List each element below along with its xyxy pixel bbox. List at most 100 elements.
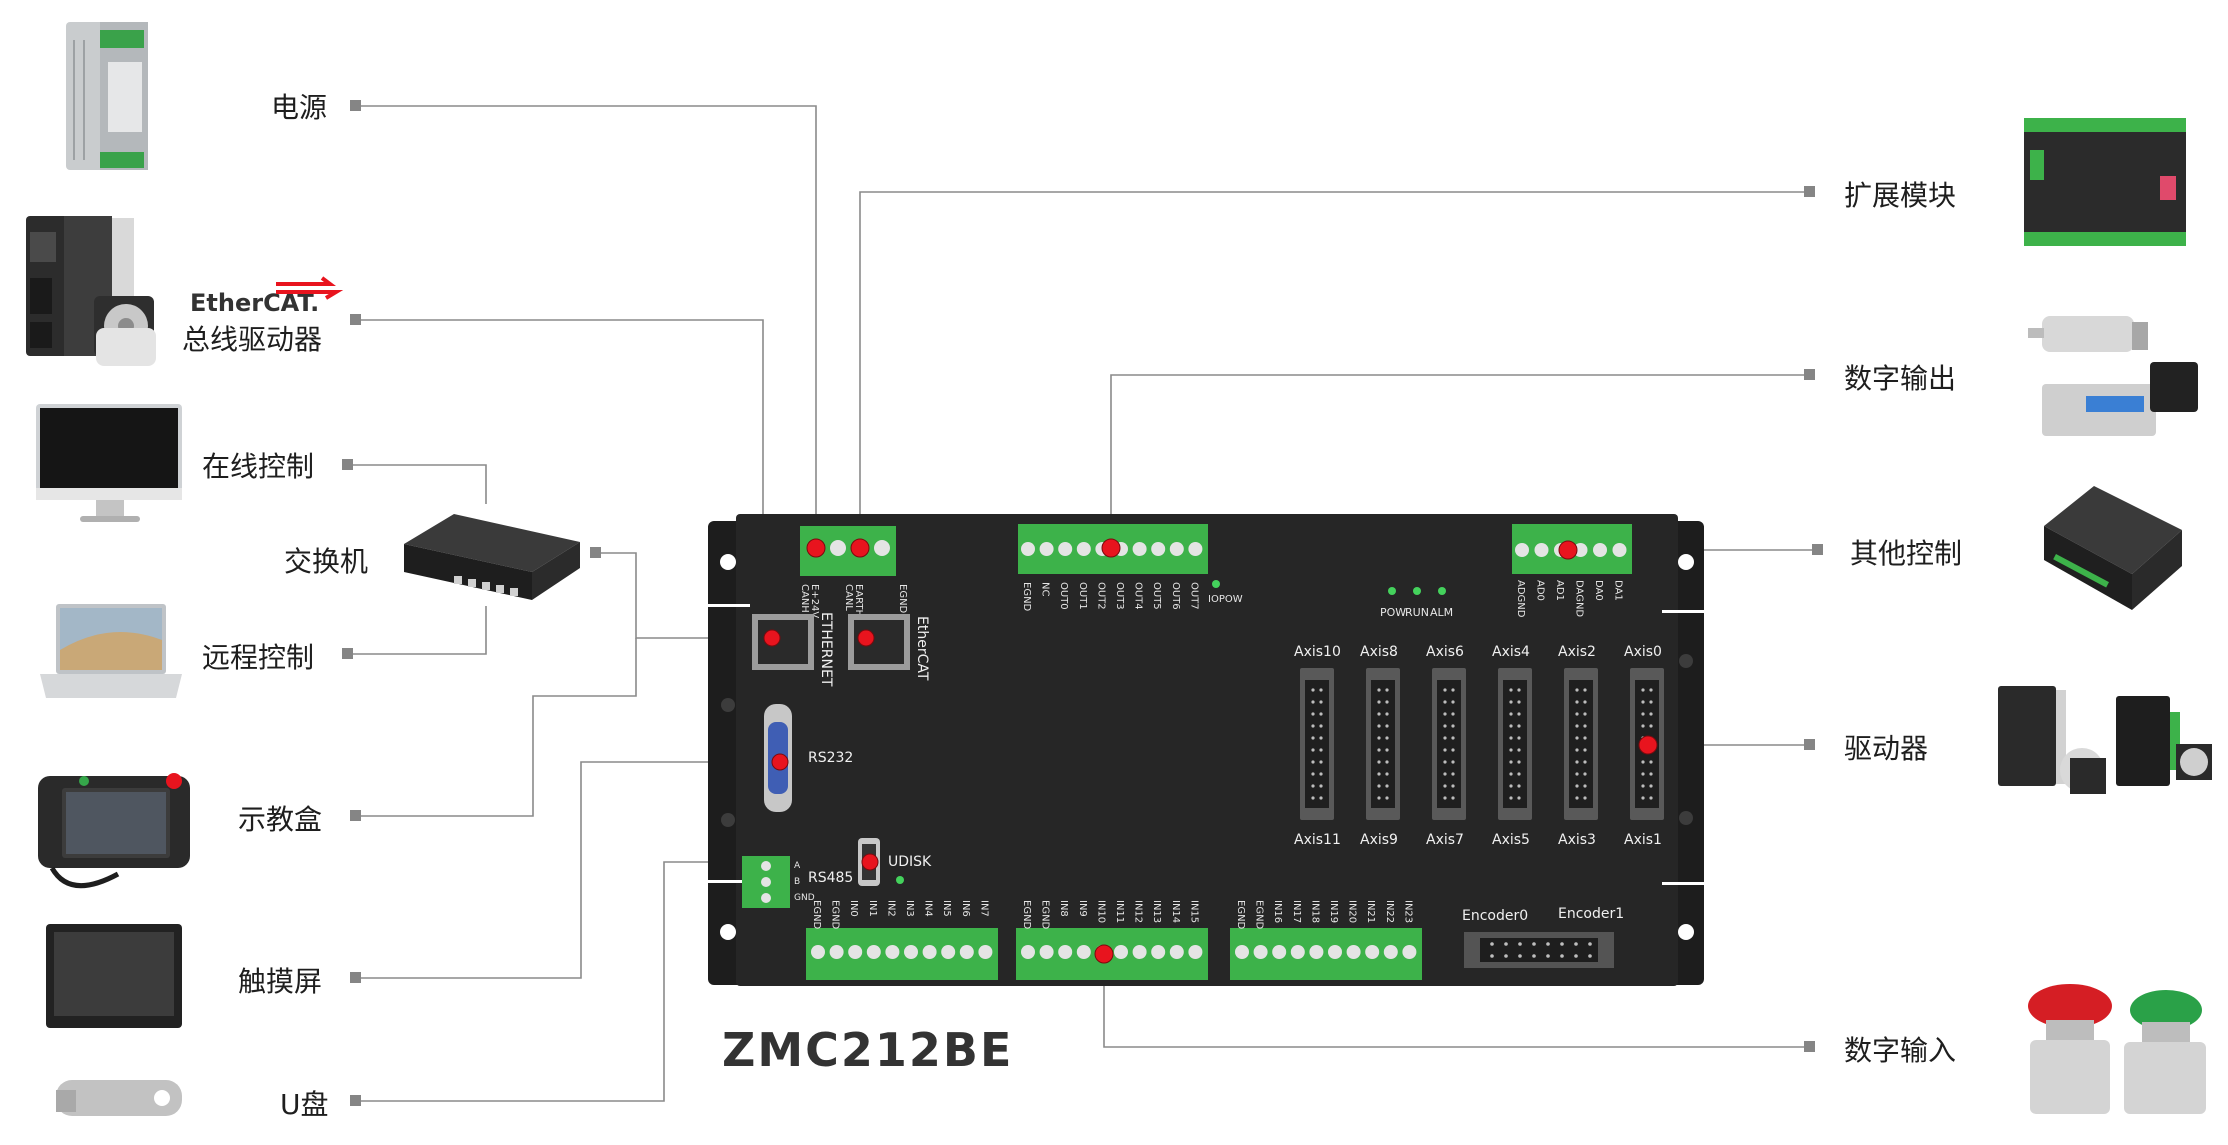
input-terminal-label: IN18 [1309,900,1320,923]
axis-pin [1311,688,1315,692]
line-expansion [859,191,1807,548]
power-supply-image [66,22,148,170]
axis-pin [1377,712,1381,716]
axis-pin [1575,772,1579,776]
axis-pin [1443,748,1447,752]
endpoint-remote-control [342,648,353,659]
line-teach-pendant [356,638,637,817]
output-terminal-label: NC [1040,582,1051,596]
encoder-pin [1574,954,1578,958]
line-digital-output [1110,374,1807,545]
marker-udisk [861,853,879,871]
axis-socket [1305,680,1329,808]
ethercat-port-label: EtherCAT [914,616,930,681]
cylinder-valve-image [2028,316,2198,436]
axis-pin [1649,712,1653,716]
axis-connectors: Axis10Axis11Axis8Axis9Axis6Axis7Axis4Axi… [1294,644,1664,848]
endpoint-udisk [350,1095,361,1106]
board-body [736,514,1678,986]
connector-lines [348,105,1816,1102]
output-terminal-label: OUT4 [1133,582,1144,610]
axis-pin [1649,700,1653,704]
input-screw [959,945,974,959]
line-online-control [348,464,487,504]
analog-terminal-label: AD0 [1535,580,1546,601]
axis-pin [1583,712,1587,716]
input-screw [1328,945,1342,959]
axis-pin [1451,748,1455,752]
marker-digital-output [1101,538,1121,558]
axis-pin [1319,724,1323,728]
axis-pin [1641,760,1645,764]
marker-power [806,538,826,558]
axis-pin [1311,772,1315,776]
analog-screw [1534,543,1549,557]
axis-pin [1641,712,1645,716]
axis-pin [1385,700,1389,704]
output-terminal-label: EGND [1021,582,1032,612]
axis-pin [1319,688,1323,692]
axis-pin [1575,688,1579,692]
axis-pin [1517,736,1521,740]
analog-screw [1573,543,1588,557]
power-terminal-label: E+24V [809,584,820,618]
axis-pin [1649,760,1653,764]
push-buttons-image [2028,984,2206,1114]
input-screw [1021,945,1035,959]
axis-pin [1575,784,1579,788]
input-screw [1114,945,1128,959]
axis-pin [1311,760,1315,764]
axis-pin [1319,772,1323,776]
endpoint-other-control [1812,544,1823,555]
laptop-image [40,604,182,698]
axis-pin [1641,700,1645,704]
endpoint-expansion [1804,186,1815,197]
output-terminal-label: OUT5 [1151,582,1162,610]
endpoint-switch [590,547,601,558]
analog-screw [1612,543,1627,557]
encoder-pin [1588,954,1592,958]
label-bus-driver: 总线驱动器 [182,323,323,356]
axis-pin [1517,712,1521,716]
axis-pin [1583,748,1587,752]
axis-pin [1443,688,1447,692]
axis-pin [1385,796,1389,800]
axis-pin [1451,784,1455,788]
axis-top-label: Axis4 [1492,644,1530,660]
input-screw [1169,945,1184,959]
axis-pin [1443,796,1447,800]
input-terminal-label: IN5 [941,900,952,917]
label-remote-control: 远程控制 [202,641,315,674]
output-screw [1039,542,1054,556]
rs485-pin-b: B [794,877,800,887]
encoder-pin [1504,942,1508,946]
input-screw [1402,945,1417,959]
axis-pin [1311,700,1315,704]
axis-pin [1649,784,1653,788]
encoder1-label: Encoder1 [1558,906,1624,922]
analog-terminal-label: DA1 [1613,580,1624,601]
analog-terminal-label: AD1 [1554,580,1565,601]
input-screw [1272,945,1287,959]
axis-pin [1319,736,1323,740]
axis-pin [1575,700,1579,704]
axis-pin [1451,712,1455,716]
encoder0-label: Encoder0 [1462,908,1528,924]
label-digital-output: 数字输出 [1844,362,1957,395]
axis-pin [1641,724,1645,728]
encoder-pin [1490,954,1494,958]
line-digital-input [1103,956,1807,1048]
label-expansion-module: 扩展模块 [1844,179,1957,212]
output-screw [1076,542,1091,556]
rs485-pin-gnd: GND [794,893,815,903]
status-led [1388,587,1396,595]
input-terminal-label: IN7 [978,900,989,917]
axis-pin [1311,796,1315,800]
axis-pin [1517,784,1521,788]
plc-image [2044,486,2182,610]
axis-pin [1377,748,1381,752]
rs232-label: RS232 [808,750,853,766]
label-power: 电源 [271,91,328,124]
axis-pin [1319,796,1323,800]
